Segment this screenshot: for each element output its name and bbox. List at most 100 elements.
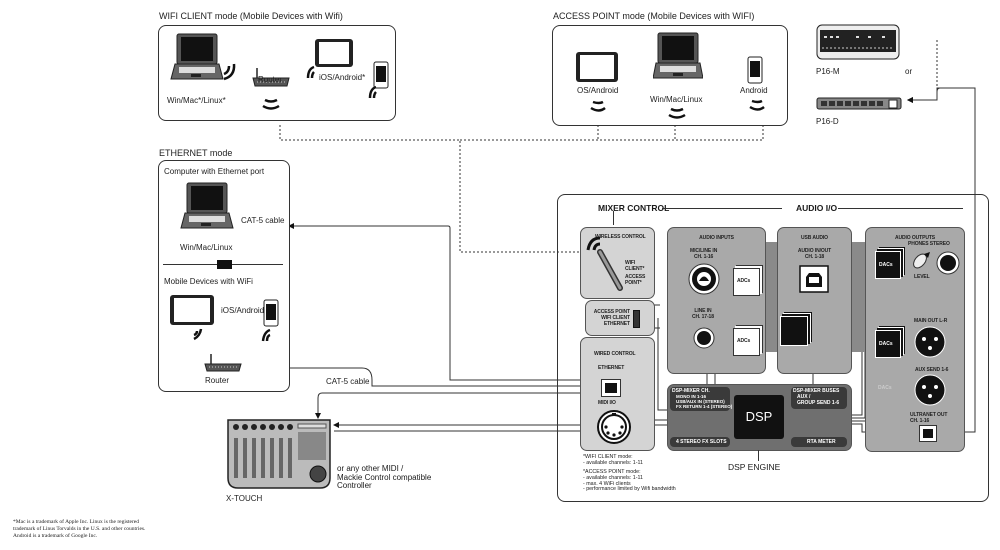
level-knob-icon[interactable] <box>910 250 932 270</box>
mic-line-in-label: MIC/LINE IN CH. 1-16 <box>690 248 717 260</box>
footnote-line: trademark of Linus Torvalds in the U.S. … <box>13 526 146 532</box>
divider <box>838 208 963 209</box>
mic-line-in-text: MIC/LINE IN <box>690 248 718 254</box>
cat5-cable-label: CAT-5 cable <box>241 216 285 225</box>
dsp-chip-label: DSP <box>745 409 773 424</box>
p16d-label: P16-D <box>816 117 839 126</box>
usb-audio-title: USB AUDIO <box>801 235 828 241</box>
combo-xlr-jack[interactable] <box>688 263 720 295</box>
wireless-control-panel: WIRELESS CONTROL WIFI CLIENT* ACCESS POI… <box>580 227 655 299</box>
ethernet-mode-panel: Computer with Ethernet port CAT-5 cable … <box>158 160 290 392</box>
level-label: LEVEL <box>914 274 930 280</box>
router-icon <box>204 354 242 372</box>
ultranet-text: CH. 1-16 <box>910 418 930 424</box>
usb-audio-panel: USB AUDIO AUDIO IN/OUT CH. 1-18 <box>777 227 852 374</box>
audio-inputs-panel: AUDIO INPUTS MIC/LINE IN CH. 1-16 ADCs L… <box>667 227 766 374</box>
router-icon <box>252 68 290 87</box>
tablet-icon <box>315 39 353 67</box>
usb-io-text: AUDIO IN/OUT <box>797 248 832 254</box>
mode-selector-switch[interactable] <box>633 310 640 328</box>
adc-block: ADCs <box>733 268 760 296</box>
audio-outputs-panel: AUDIO OUTPUTS DACs PHONES STEREO LEVEL M… <box>865 227 965 452</box>
xtouch-note-line: or any other MIDI / <box>337 464 404 473</box>
wifi-client-text: CLIENT* <box>625 266 645 272</box>
switch-label-ethernet: ETHERNET <box>603 321 630 327</box>
ultranet-port[interactable] <box>919 425 937 442</box>
wired-control-title: WIRED CONTROL <box>594 351 636 357</box>
ethernet-port[interactable] <box>601 379 621 397</box>
phone-icon <box>373 61 389 89</box>
wifi-signal-icon <box>193 328 203 341</box>
ethernet-mode-title: ETHERNET mode <box>159 148 233 158</box>
wifi-client-note: *WIFI CLIENT mode: - available channels:… <box>583 454 643 467</box>
antenna-icon <box>586 236 623 291</box>
rta-meter-box: RTA METER <box>791 437 847 447</box>
line-in-label: LINE IN CH. 17-18 <box>692 308 714 320</box>
wifi-signal-icon <box>668 107 686 119</box>
ultranet-label: ULTRANET OUT CH. 1-16 <box>910 412 947 424</box>
wifi-client-laptop-label: Win/Mac*/Linux* <box>167 96 226 105</box>
phones-jack[interactable] <box>936 251 960 275</box>
wifi-signal-icon <box>590 100 606 112</box>
footnote-line: *Mac is a trademark of Apple Inc. Linux … <box>13 519 140 525</box>
usb-port-icon[interactable] <box>799 265 829 293</box>
wifi-client-router-label: Router <box>258 75 283 84</box>
aux-send-label: AUX SEND 1-6 <box>915 367 949 373</box>
dsp-chip: DSP <box>734 395 784 439</box>
separator-block <box>217 260 232 269</box>
mode-switch-labels: ACCESS POINT WIFI CLIENT ETHERNET <box>594 309 630 327</box>
wifi-client-mode-panel: Win/Mac*/Linux* Router iOS/Android* <box>158 25 396 121</box>
wifi-signal-icon <box>261 328 271 342</box>
rta-meter-label: RTA METER <box>807 439 836 445</box>
ethernet-mobile-label: iOS/Android <box>221 306 265 315</box>
wifi-signal-icon <box>223 63 236 81</box>
midi-port[interactable] <box>596 409 632 445</box>
dsp-engine-title: DSP ENGINE <box>728 462 781 472</box>
divider <box>613 211 614 225</box>
access-point-mode-title: ACCESS POINT mode (Mobile Devices with W… <box>553 11 755 21</box>
line-in-jack[interactable] <box>693 327 715 349</box>
wifi-client-mobile-label: iOS/Android* <box>319 73 366 82</box>
dsp-engine-panel: DSP-MIXER CH. MONO IN 1-16 USB/AUX IN (S… <box>667 384 852 451</box>
footnote-line: Android is a trademark of Google Inc. <box>13 533 98 539</box>
p16m-label: P16-M <box>816 67 840 76</box>
wifi-client-option: WIFI CLIENT* <box>625 260 644 272</box>
wifi-signal-icon <box>368 85 377 99</box>
wifi-client-mode-title: WIFI CLIENT mode (Mobile Devices with Wi… <box>159 11 343 21</box>
note-line: - performance limited by Wifi bandwidth <box>583 486 676 493</box>
phone-icon <box>747 56 763 84</box>
access-point-text: ACCESS <box>625 274 646 280</box>
dsp-bus-title: DSP-MIXER BUSES <box>793 388 840 394</box>
laptop-icon <box>170 33 224 80</box>
dsp-ch-item: FX RETURN 1-4 (STEREO) <box>676 404 733 409</box>
mobile-devices-heading: Mobile Devices with WiFi <box>164 277 253 286</box>
dsp-bus-item: AUX / <box>797 394 811 400</box>
cat5-router-cable-label: CAT-5 cable <box>326 377 370 386</box>
access-point-note: *ACCESS POINT mode: - available channels… <box>583 469 676 493</box>
note-line: - max. 4 WiFi clients <box>583 480 631 487</box>
laptop-icon <box>180 182 234 229</box>
dsp-mixer-channels-box: DSP-MIXER CH. MONO IN 1-16 USB/AUX IN (S… <box>670 387 733 411</box>
cat5-cable-computer <box>288 223 451 229</box>
audio-io-title: AUDIO I/O <box>796 203 838 213</box>
usb-io-label: AUDIO IN/OUT CH. 1-18 <box>778 248 851 260</box>
wireless-control-title: WIRELESS CONTROL <box>595 234 646 240</box>
wifi-signal-icon <box>262 98 280 110</box>
ultranet-text: ULTRANET OUT <box>910 412 948 418</box>
dsp-ch-title: DSP-MIXER CH. <box>672 388 710 394</box>
midi-io-label: MIDI I/O <box>598 400 616 406</box>
adc-label: ADCs <box>737 338 751 344</box>
aux-send-xlr[interactable] <box>914 374 946 406</box>
ethernet-laptop-label: Win/Mac/Linux <box>180 243 233 252</box>
ethernet-router-label: Router <box>205 376 230 385</box>
wired-control-panel: WIRED CONTROL ETHERNET MIDI I/O <box>580 337 655 451</box>
divider <box>662 208 782 209</box>
main-out-xlr[interactable] <box>914 326 946 358</box>
access-point-laptop-label: Win/Mac/Linux <box>650 95 703 104</box>
p16m-device <box>816 24 900 60</box>
trademark-footnote: *Mac is a trademark of Apple Inc. Linux … <box>13 519 145 540</box>
dac-block: DACs <box>875 330 901 358</box>
phone-icon <box>263 299 279 327</box>
access-point-phone-label: Android <box>740 86 768 95</box>
divider <box>758 450 759 461</box>
